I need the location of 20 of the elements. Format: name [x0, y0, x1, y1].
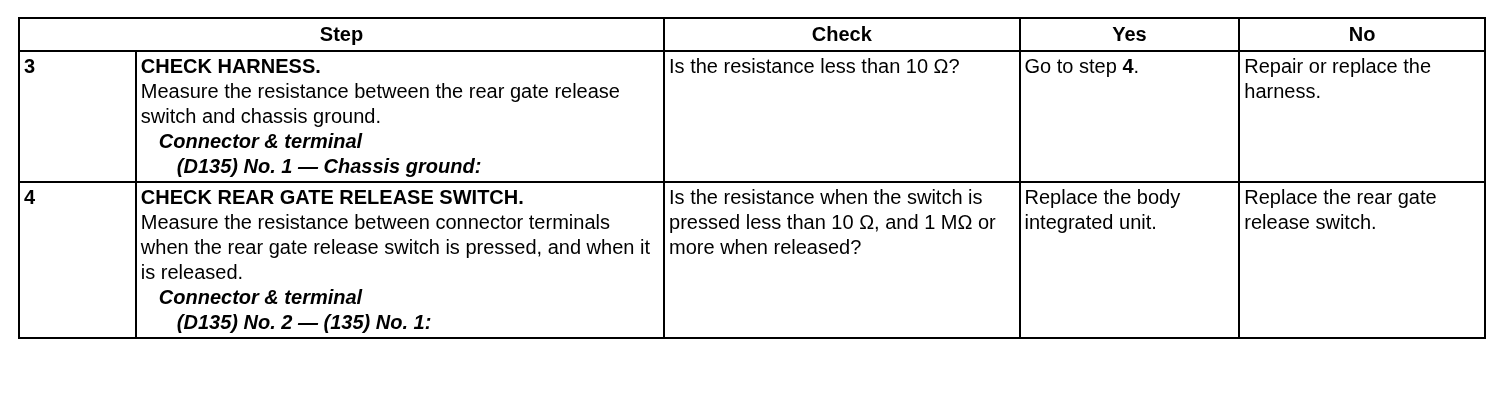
step-title: CHECK REAR GATE RELEASE SWITCH.: [140, 185, 525, 210]
column-header: Step: [319, 23, 364, 45]
column-header: No: [1348, 23, 1376, 45]
instruction-text: Measure the resistance between connector terminals when the rear gate release switch is pressed, and when it is released.: [140, 210, 651, 285]
no-action: Replace the rear gate release switch.: [1244, 185, 1438, 235]
no-action: Repair or replace the harness.: [1244, 54, 1433, 104]
terminal-spec: (D135) No. 2 — (135) No. 1:: [175, 310, 433, 335]
connector-heading: Connector & terminal: [157, 285, 364, 310]
step-number: 3: [24, 54, 37, 79]
step-number: 4: [24, 185, 37, 210]
column-header: Yes: [1112, 23, 1147, 45]
instruction-text: Measure the resistance between the rear gate release switch and chassis ground.: [140, 79, 621, 129]
yes-action: Go to step 4.: [1024, 54, 1141, 79]
step-title: CHECK HARNESS.: [140, 54, 322, 79]
check-question: Is the resistance when the switch is pressed less than 10 Ω, and 1 MΩ or more when released?: [669, 185, 997, 260]
terminal-spec: (D135) No. 1 — Chassis ground:: [175, 154, 483, 179]
column-header: Check: [811, 23, 872, 45]
check-question: Is the resistance less than 10 Ω?: [669, 54, 961, 79]
connector-heading: Connector & terminal: [157, 129, 364, 154]
yes-action: Replace the body integrated unit.: [1024, 185, 1182, 235]
